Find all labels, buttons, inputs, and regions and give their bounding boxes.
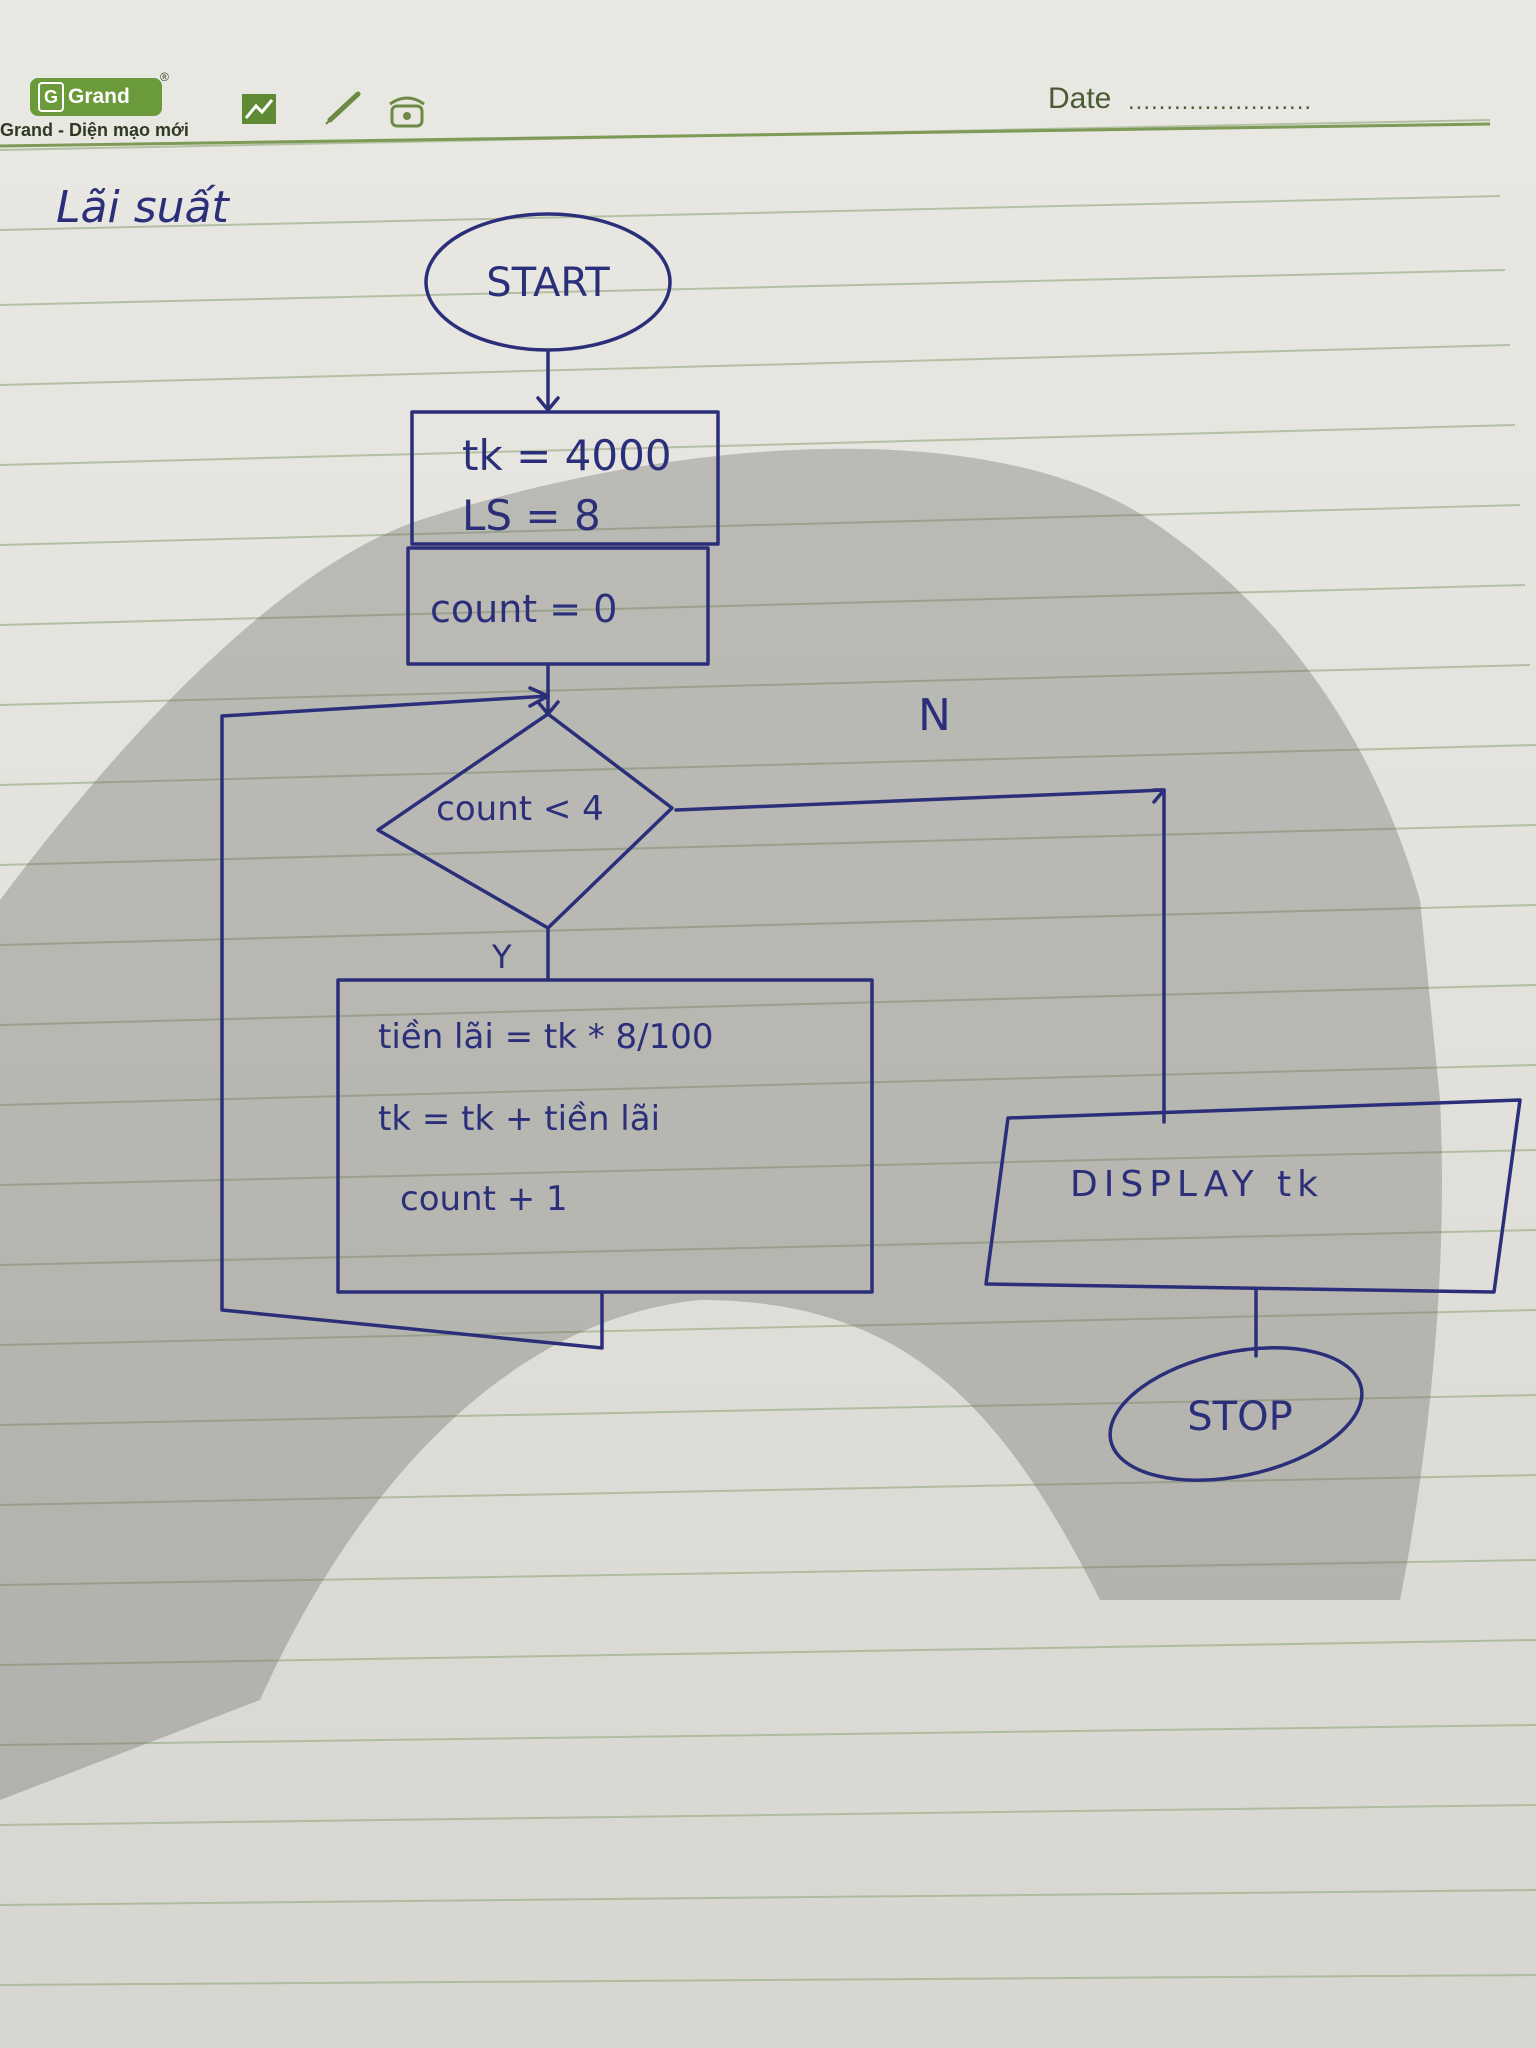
count-init-box	[406, 546, 710, 666]
no-label: N	[918, 690, 951, 741]
process-label-1: tiền lãi = tk * 8/100	[378, 1017, 714, 1057]
brand-g-icon: G	[38, 82, 64, 112]
brand-tagline: Grand - Diện mạo mới	[0, 120, 189, 140]
chart-icon	[242, 94, 276, 124]
page-title: Lãi suất	[56, 182, 230, 233]
start-label: START	[486, 260, 610, 306]
arrow-no	[674, 788, 1166, 1124]
header-icons	[242, 91, 425, 128]
process-box	[336, 978, 874, 1294]
init-label-2: LS = 8	[462, 491, 601, 540]
start-terminal	[424, 212, 672, 352]
hand-shadow	[0, 448, 1442, 1801]
decision-label: count < 4	[436, 789, 604, 829]
stop-terminal	[1108, 1346, 1364, 1482]
date-label: Date	[1048, 82, 1112, 115]
brand-name: Grand	[68, 85, 130, 108]
date-field: ........................	[1128, 88, 1313, 115]
process-label-3: count + 1	[400, 1179, 568, 1219]
init-label-1: tk = 4000	[462, 431, 672, 480]
process-label-2: tk = tk + tiền lãi	[378, 1099, 660, 1139]
init-label-3: count = 0	[430, 587, 617, 631]
loop-back-arrow	[220, 694, 604, 1350]
brand-logo: G Grand	[30, 78, 162, 116]
registered-mark: ®	[160, 70, 169, 84]
output-label: DISPLAY tk	[1070, 1164, 1324, 1205]
pen-icon	[325, 91, 361, 125]
stop-label: STOP	[1187, 1394, 1292, 1440]
display-output	[984, 1098, 1522, 1294]
phone-icon	[389, 96, 425, 128]
init-box	[410, 410, 720, 546]
yes-label: Y	[491, 938, 512, 976]
